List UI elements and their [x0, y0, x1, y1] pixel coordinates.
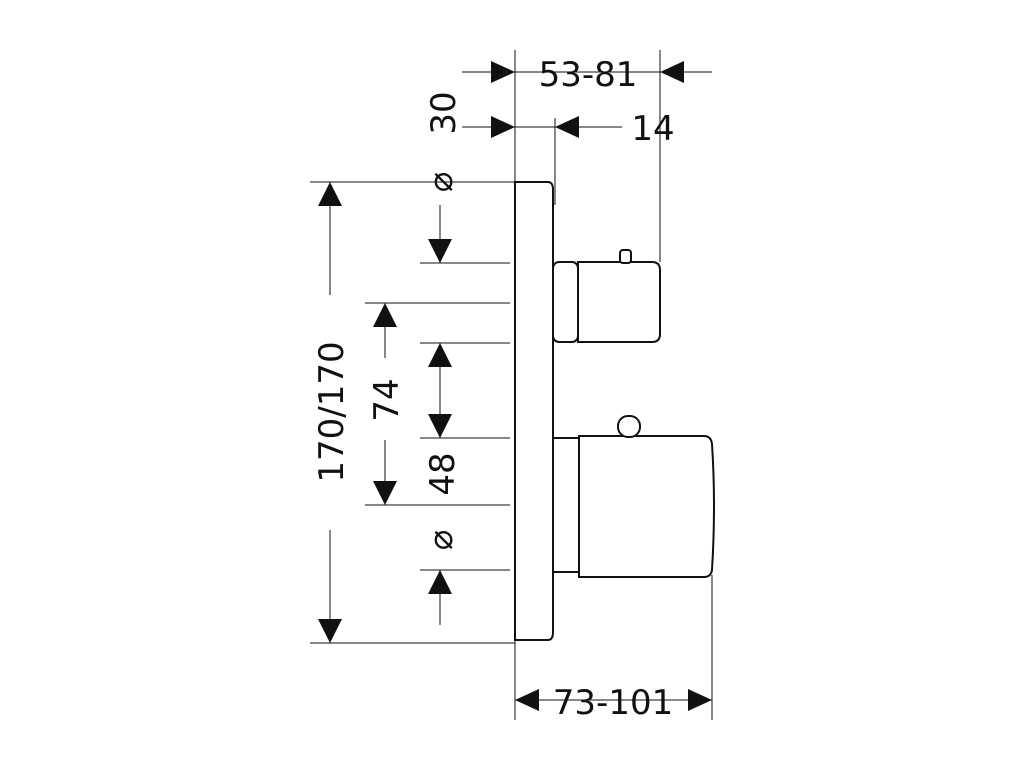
dimension-label-170-170: 170/170 [312, 341, 352, 482]
upper-knob [577, 261, 661, 343]
upper-knob-stem [552, 261, 579, 343]
arrow-right-icon [491, 116, 515, 138]
diameter-icon: ⌀ [421, 530, 461, 550]
dimension-label-14: 14 [631, 109, 674, 149]
lower-knob-button [617, 415, 641, 438]
arrow-up-icon [428, 343, 452, 367]
dimension-74: 74 [367, 303, 407, 505]
wall-plate [514, 181, 554, 641]
arrow-left-icon [660, 61, 684, 83]
dimension-label-73-101: 73-101 [553, 683, 673, 723]
arrow-down-icon [318, 619, 342, 643]
dimension-label-30: 30 [424, 91, 464, 134]
arrow-down-icon [428, 414, 452, 438]
dimension-30-14: 30 14 [424, 91, 675, 149]
lower-knob-stem [552, 437, 580, 573]
extension-lines [310, 50, 713, 720]
arrow-down-icon [373, 481, 397, 505]
dimension-53-81: 53-81 [462, 55, 712, 95]
dimension-diameter-upper: ⌀ [421, 172, 461, 400]
fixture [514, 181, 715, 641]
dimension-48: 48 ⌀ [421, 400, 463, 625]
arrow-right-icon [491, 61, 515, 83]
dimension-73-101: 73-101 [515, 683, 712, 723]
arrow-up-icon [428, 570, 452, 594]
arrow-up-icon [373, 303, 397, 327]
dimension-label-74: 74 [367, 378, 407, 421]
upper-knob-stop [619, 249, 632, 264]
arrow-right-icon [688, 689, 712, 711]
arrow-left-icon [555, 116, 579, 138]
arrow-up-icon [318, 182, 342, 206]
diameter-icon: ⌀ [421, 172, 461, 192]
lower-knob [578, 435, 715, 578]
dimension-label-53-81: 53-81 [539, 55, 638, 95]
arrow-down-icon [428, 239, 452, 263]
dimension-label-48: 48 [423, 452, 463, 495]
arrow-left-icon [515, 689, 539, 711]
dimension-170-170: 170/170 [312, 182, 352, 643]
